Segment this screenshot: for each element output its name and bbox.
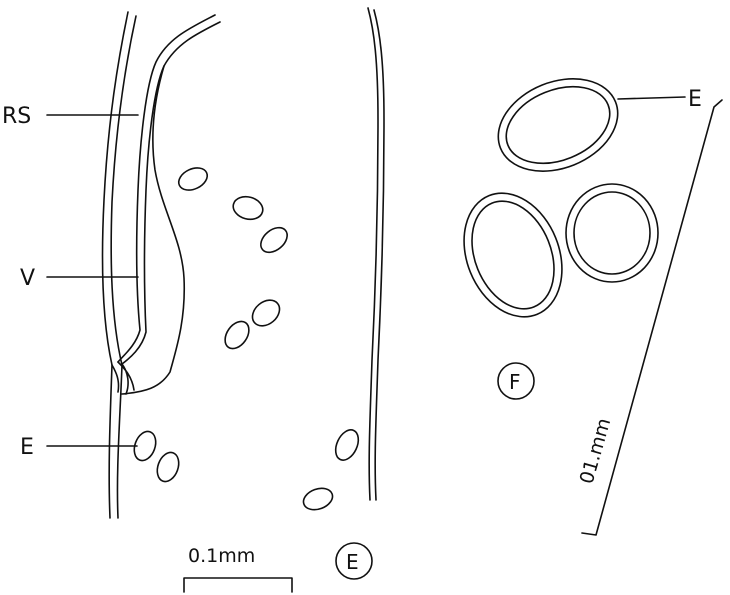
e-label-right: E — [688, 87, 702, 112]
vessel-line-b — [122, 22, 220, 364]
scale-bar-left — [184, 578, 292, 592]
opening-detail — [112, 362, 134, 394]
panel-e-letter: E — [346, 550, 359, 574]
egg-f-3-outer — [566, 184, 658, 282]
vessel-line-a — [118, 15, 215, 362]
panel-e-drawing: RS V E 0.1mm E — [2, 8, 384, 592]
egg-1 — [175, 164, 211, 195]
scale-label-right: 01.mm — [576, 416, 616, 487]
outer-wall-line-a — [103, 12, 128, 518]
egg-f-3-inner — [574, 192, 650, 274]
egg-3 — [256, 223, 292, 258]
egg-4 — [247, 295, 284, 331]
egg-5 — [220, 317, 254, 353]
egg-8 — [331, 426, 363, 463]
scale-bar-right — [582, 100, 722, 535]
v-label: V — [20, 266, 35, 291]
egg-9 — [300, 484, 335, 513]
egg-2 — [231, 193, 266, 222]
panel-f-letter: F — [509, 370, 521, 394]
egg-f-2-outer — [446, 178, 579, 331]
egg-f-1-inner — [495, 72, 621, 177]
egg-7 — [153, 449, 182, 484]
egg-f-1-outer — [484, 62, 631, 188]
panel-f-drawing: E F 01.mm — [446, 62, 722, 535]
rs-label: RS — [2, 104, 31, 129]
e-label-left: E — [20, 435, 34, 460]
scale-label-left: 0.1mm — [188, 545, 255, 567]
e-leader-line-right — [618, 97, 685, 99]
